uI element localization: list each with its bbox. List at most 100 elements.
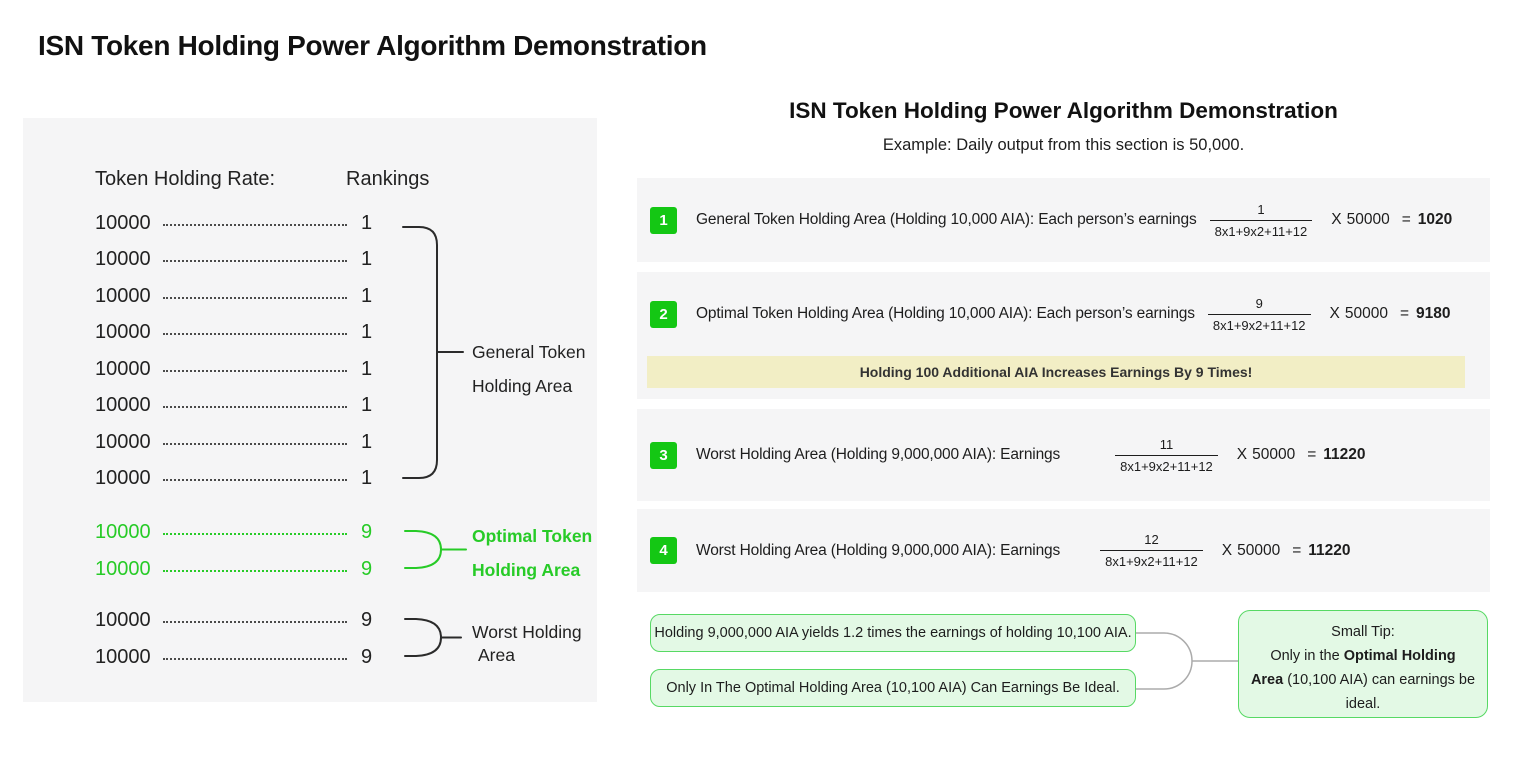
ranking-value: 9 [361,520,373,543]
scenario-card-optimal: 2 Optimal Token Holding Area (Holding 10… [637,272,1490,399]
token-rate-value: 10000 [95,466,151,489]
tip-line-2-bold: Optimal Holding [1343,648,1456,664]
ranking-value: 9 [361,557,373,580]
worst-area-label-line1: Worst Holding [472,622,582,642]
token-row-worst: 10000 9 [95,607,385,633]
fraction-numerator: 11 [1159,436,1174,452]
equals-sign: = [1292,541,1302,559]
equals-sign: = [1307,446,1317,463]
tip-line-3: Area (10,100 AIA) can earnings be ideal. [1239,668,1487,716]
token-row: 10000 1 [95,283,385,309]
column-header-token-holding-rate: Token Holding Rate: [95,168,276,190]
formula-row: 2 Optimal Token Holding Area (Holding 10… [637,272,1490,356]
token-rate-value: 10000 [95,430,151,453]
fraction: 1 8x1+9x2+11+12 [1209,201,1313,239]
token-rate-value: 10000 [95,357,151,380]
times-operator: X [1331,211,1342,228]
note-optimal-earnings: Only In The Optimal Holding Area (10,100… [650,669,1136,707]
note-yield-comparison: Holding 9,000,000 AIA yields 1.2 times t… [650,614,1136,652]
dotted-leader [163,442,347,445]
optimal-area-label: Optimal Token Holding Area [472,519,592,587]
token-row-optimal: 10000 9 [95,519,385,545]
token-rate-value: 10000 [95,247,151,270]
fraction-denominator: 8x1+9x2+11+12 [1100,550,1203,569]
formula-row: 4 Worst Holding Area (Holding 9,000,000 … [637,509,1490,592]
fraction: 12 8x1+9x2+11+12 [1100,532,1203,569]
tip-line-1: Small Tip: [1331,624,1395,640]
fraction: 11 8x1+9x2+11+12 [1115,437,1218,474]
base-value: 50000 [1252,446,1296,463]
tip-line-3-bold: Area [1250,672,1284,688]
base-value: 50000 [1237,541,1281,559]
ranking-value: 1 [361,284,373,307]
ranking-value: 1 [361,466,373,489]
result-value: 11220 [1308,541,1351,559]
step-badge: 3 [650,441,677,469]
section-title: ISN Token Holding Power Algorithm Demons… [789,98,1338,123]
token-rate-value: 10000 [95,520,151,543]
equals-sign: = [1399,305,1410,322]
ranking-value: 1 [361,430,373,453]
fraction-numerator: 9 [1255,295,1263,311]
scenario-description: Optimal Token Holding Area (Holding 10,0… [696,305,1195,322]
formula-row: 1 General Token Holding Area (Holding 10… [637,178,1490,262]
token-row: 10000 1 [95,246,385,272]
scenario-card-worst-1: 3 Worst Holding Area (Holding 9,000,000 … [637,409,1490,501]
fraction-denominator: 8x1+9x2+11+12 [1115,454,1218,474]
ranking-value: 1 [361,357,373,380]
dotted-leader [163,332,347,335]
fraction-denominator: 8x1+9x2+11+12 [1207,313,1311,333]
token-rate-value: 10000 [95,645,151,668]
dotted-leader [163,296,347,299]
page-title: ISN Token Holding Power Algorithm Demons… [38,30,707,61]
dotted-leader [163,620,347,623]
ranking-value: 1 [361,211,373,234]
ranking-value: 9 [361,608,373,631]
dotted-leader [163,259,347,262]
worst-area-label: Worst Holding Area [472,621,582,667]
highlight-banner: Holding 100 Additional AIA Increases Ear… [647,356,1465,388]
worst-area-label-line2: Area [478,645,515,665]
token-rate-value: 10000 [95,320,151,343]
step-badge: 1 [650,206,677,234]
result-value: 11220 [1323,446,1366,463]
token-row: 10000 1 [95,465,385,491]
token-rate-value: 10000 [95,557,151,580]
fraction-numerator: 12 [1144,532,1159,547]
ranking-value: 1 [361,393,373,416]
token-rate-value: 10000 [95,284,151,307]
dotted-leader [163,478,347,481]
scenario-description: General Token Holding Area (Holding 10,0… [696,211,1197,228]
optimal-area-label-line1: Optimal Token [472,526,593,546]
token-row: 10000 1 [95,356,385,382]
small-tip-box: Small Tip: Only in the Optimal Holding A… [1238,610,1488,718]
scenario-card-general: 1 General Token Holding Area (Holding 10… [637,178,1490,262]
fraction-denominator: 8x1+9x2+11+12 [1209,219,1313,239]
token-rate-value: 10000 [95,211,151,234]
token-row: 10000 1 [95,210,385,236]
dotted-leader [163,405,347,408]
tip-line-3-text: (10,100 AIA) can earnings be ideal. [1283,672,1476,712]
token-rate-value: 10000 [95,608,151,631]
dotted-leader [163,569,347,572]
formula-row: 3 Worst Holding Area (Holding 9,000,000 … [637,409,1490,501]
token-row: 10000 1 [95,429,385,455]
optimal-area-label-line2: Holding Area [472,560,581,580]
times-operator: X [1329,305,1340,322]
dotted-leader [163,657,347,660]
dotted-leader [163,532,347,535]
scenario-description: Worst Holding Area (Holding 9,000,000 AI… [696,446,1061,463]
equals-sign: = [1401,211,1411,228]
step-badge: 2 [650,300,677,328]
result-value: 1020 [1417,211,1453,228]
dotted-leader [163,369,347,372]
ranking-value: 1 [361,247,373,270]
fraction-numerator: 1 [1257,201,1265,217]
dotted-leader [163,223,347,226]
token-row-optimal: 10000 9 [95,556,385,582]
general-area-label: General Token Holding Area [472,335,586,403]
